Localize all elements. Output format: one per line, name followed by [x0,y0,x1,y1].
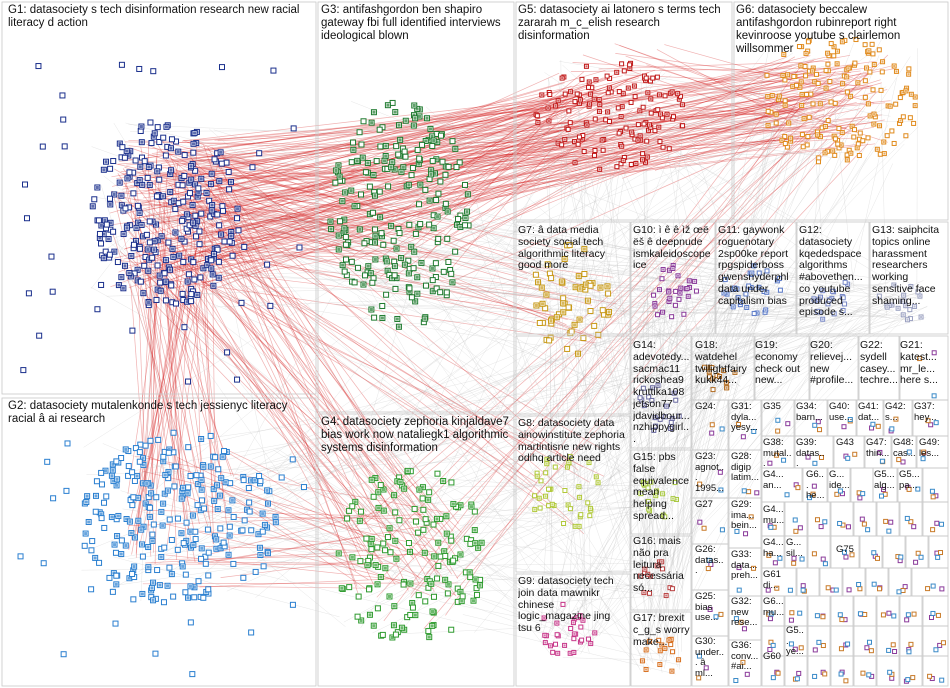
group-label-g34: G34: barn... [796,402,823,423]
group-label-g41: G41: dat... [858,402,880,423]
group-label-g42: G42: s... [885,402,906,423]
group-label-g21: G21: katest... mr_le... here s... [900,340,938,387]
group-label-g24: G24: [695,402,716,412]
group-label-g39: G39: datas... [796,438,825,470]
group-label-g15: G15: pbs false equivalence mean helping … [633,452,690,522]
group-label-g13: G13: saiphcita topics online harassment … [872,225,940,307]
group-label-g14: G14: adevotedy... sacmac11 rickoshea9 kr… [633,340,690,445]
group-label-g50: G5... alg... [874,470,895,491]
group-label-g6: G6: datasociety beccalew antifashgordon … [736,4,901,55]
group-label-g38: G38: mutal... [763,438,792,470]
group-label-g11: G11: gaywonk roguenotary 2sp00ke report … [718,225,789,307]
group-label-g19: G19: economy check out new... [755,340,800,387]
group-label-g60: G60 [763,652,781,662]
group-label-g18: G18: watdehel twilightfairy kukk44... [695,340,747,387]
group-label-g16: G16: mais não pra leitura necessária só.… [633,536,684,594]
group-label-g54: G... sil... [786,538,803,559]
group-label-g29: G29: ima... bein... [731,500,757,532]
group-label-g1: G1: datasociety s tech disinformation re… [8,4,300,29]
group-label-g30: G30: under... â ml... [695,637,725,679]
group-label-g35: G35 [763,402,781,412]
group-label-g22: G22: sydell casey... techre... [860,340,898,387]
group-label-g31: G31: dyla... yesy... [731,402,758,434]
group-label-g28: G28: digip latim... [731,452,759,484]
group-label-g27: G27 [695,500,713,510]
group-label-g25: G25: bias use... [695,592,719,624]
group-label-g8: G8: datasociety data ainowinstitute zeph… [518,418,625,465]
group-label-g46: G4... ha... [763,538,784,559]
group-label-g37: G37: hey... [914,402,937,423]
group-label-g53: G6... he... [806,470,825,502]
group-label-g26: G26: datas... [695,545,724,577]
group-label-g75: G75 [836,545,854,555]
group-label-g33: G33: data... preh... [731,550,758,582]
group-label-g52: G... ide... [829,470,850,491]
group-label-g61: G61 di... [763,570,781,591]
group-label-g23: G23: agnot... 1995... [695,452,725,494]
group-label-g45: G4... mu... [763,505,785,526]
group-label-g12: G12: datasociety kqededspace algorithms … [799,225,863,319]
group-label-g51: G5... pa... [899,470,920,491]
group-label-g10: G10: ì ê ê ìž œë ëš ê deepnude ismkaleid… [633,225,711,272]
group-label-g47: G47: thin... [866,438,890,459]
group-label-g62: G6... mu... [763,597,785,618]
group-label-g2: G2: datasociety mutalenkonde s tech jess… [8,400,288,425]
group-label-g7: G7: â data media society social tech alg… [518,225,605,272]
group-label-g32: G32: new rese... [731,597,758,629]
group-label-g48: G48: cas... [893,438,916,459]
group-label-g4: G4: datasociety zephoria kinjaldave7 bia… [321,416,509,454]
group-label-g36: G36: conv... #ai... [731,641,759,673]
group-label-g9: G9: datasociety tech join data mawnikr c… [518,576,614,634]
group-label-g43: G43 [836,438,854,448]
group-label-g44: G4... an... [763,470,784,491]
group-label-g3: G3: antifashgordon ben shapiro gateway f… [321,4,501,42]
group-label-g17: G17: brexit c_g_s worry make... [633,613,690,648]
group-label-g5: G5: datasociety ai latonero s terms tech… [518,4,721,42]
group-label-g63: G5... ye... [786,626,804,658]
nodes-layer [17,37,946,684]
group-label-g40: G40: use... [829,402,853,423]
group-label-g49: G49: les... [919,438,940,459]
group-label-g20: G20: relievej... new #profile... [810,340,854,387]
